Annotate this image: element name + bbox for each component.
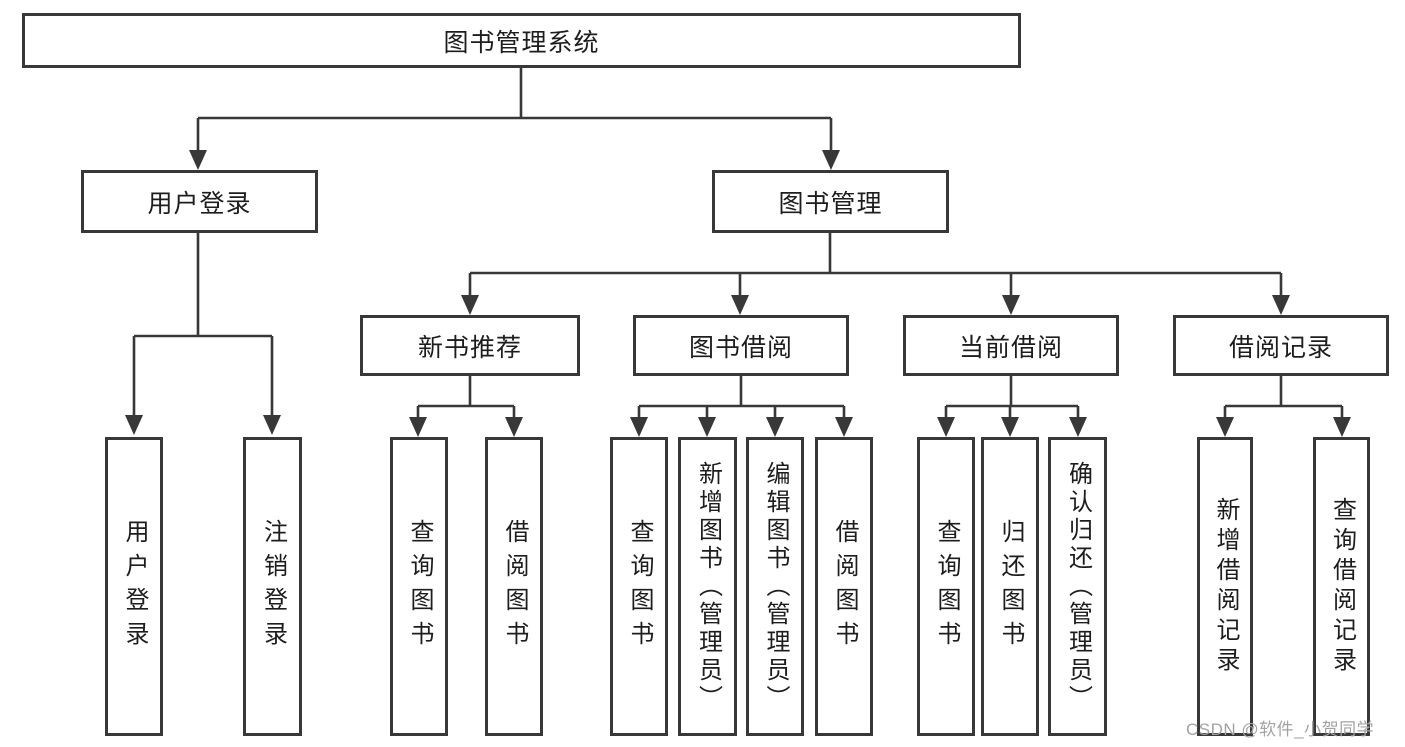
leaf-records-query-record-label: 查询借阅记录: [1328, 496, 1356, 677]
leaf-borrow-query-books: 查询图书: [610, 437, 668, 736]
leaf-newbook-borrow-books: 借阅图书: [485, 437, 543, 736]
leaf-borrow-edit-books-admin: 编辑图书（管理员）: [746, 437, 804, 736]
leaf-user-login-label: 用户登录: [121, 518, 148, 655]
leaf-current-query-books-label: 查询图书: [933, 518, 960, 655]
node-new-book-recommend: 新书推荐: [360, 315, 580, 376]
node-book-borrowing: 图书借阅: [633, 315, 849, 376]
node-user-login-label: 用户登录: [147, 189, 252, 218]
node-root: 图书管理系统: [22, 13, 1021, 68]
leaf-records-query-record: 查询借阅记录: [1313, 437, 1370, 736]
node-book-borrowing-label: 图书借阅: [688, 333, 793, 362]
node-current-borrowing: 当前借阅: [903, 315, 1119, 376]
leaf-current-query-books: 查询图书: [917, 437, 975, 736]
node-book-management-label: 图书管理: [778, 189, 883, 218]
leaf-logout-label: 注销登录: [259, 518, 287, 655]
leaf-borrow-query-books-label: 查询图书: [626, 518, 653, 655]
csdn-watermark: CSDN @软件_小贺同学: [1186, 720, 1375, 739]
node-user-login: 用户登录: [81, 170, 318, 233]
leaf-borrow-borrow-books-label: 借阅图书: [831, 518, 858, 655]
leaf-current-return-books: 归还图书: [981, 437, 1039, 736]
leaf-newbook-borrow-books-label: 借阅图书: [501, 518, 528, 655]
leaf-logout: 注销登录: [243, 437, 302, 736]
leaf-borrow-add-books-admin-label: 新增图书（管理员）: [694, 460, 722, 713]
leaf-current-confirm-return-admin-label: 确认归还（管理员）: [1064, 460, 1092, 713]
node-borrow-records-label: 借阅记录: [1228, 333, 1333, 362]
node-current-borrowing-label: 当前借阅: [958, 333, 1063, 362]
leaf-borrow-borrow-books: 借阅图书: [815, 437, 873, 736]
node-borrow-records: 借阅记录: [1173, 315, 1389, 376]
leaf-current-confirm-return-admin: 确认归还（管理员）: [1048, 437, 1107, 736]
arrow-down-icons: [125, 150, 1351, 437]
leaf-records-add-record-label: 新增借阅记录: [1212, 496, 1239, 677]
leaf-records-add-record: 新增借阅记录: [1197, 437, 1253, 736]
node-new-book-recommend-label: 新书推荐: [417, 333, 522, 362]
leaf-current-return-books-label: 归还图书: [997, 518, 1024, 655]
leaf-newbook-query-books: 查询图书: [390, 437, 448, 736]
node-book-management: 图书管理: [712, 170, 949, 233]
connector-lines: [132, 68, 1344, 419]
leaf-borrow-edit-books-admin-label: 编辑图书（管理员）: [762, 460, 789, 713]
leaf-newbook-query-books-label: 查询图书: [406, 518, 433, 655]
node-root-label: 图书管理系统: [443, 28, 600, 57]
leaf-user-login: 用户登录: [105, 437, 163, 736]
leaf-borrow-add-books-admin: 新增图书（管理员）: [678, 437, 737, 736]
